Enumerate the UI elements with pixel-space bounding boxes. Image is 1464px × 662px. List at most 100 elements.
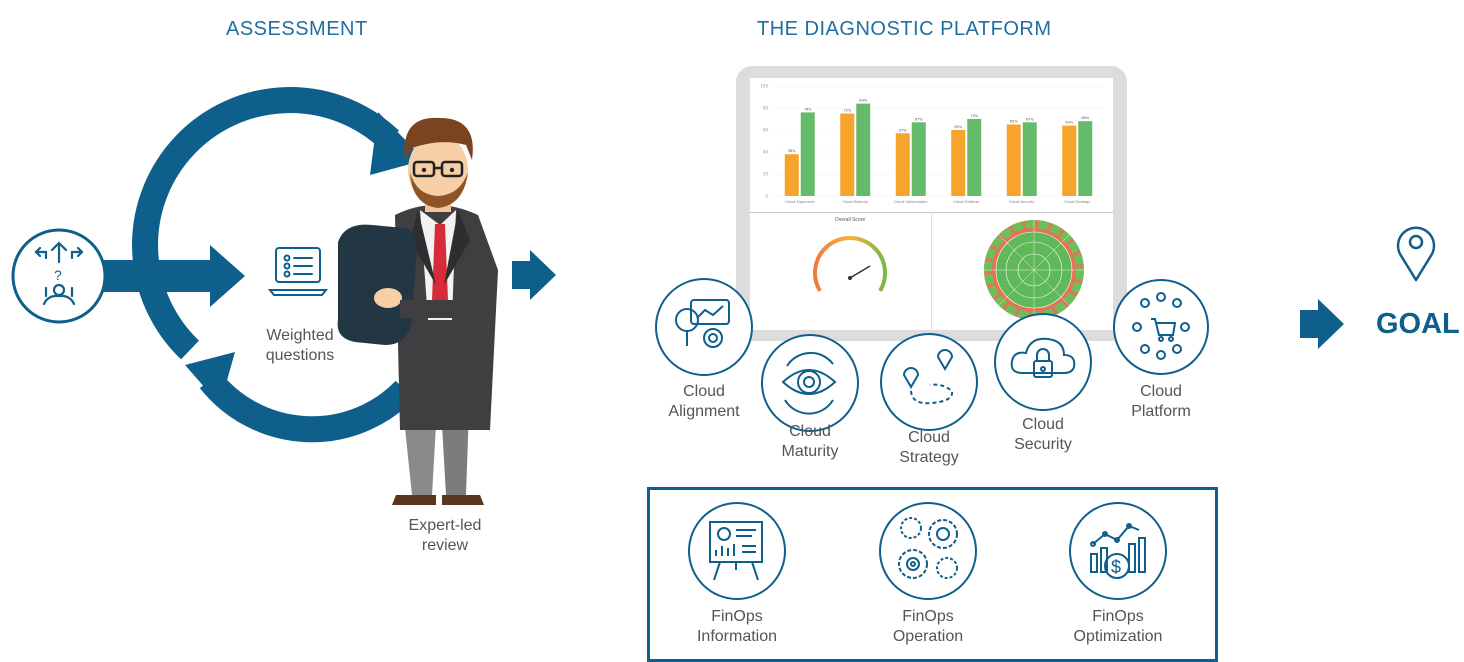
platform-title: THE DIAGNOSTIC PLATFORM	[757, 18, 1052, 40]
bar-value-label: 64%	[1065, 121, 1073, 125]
assessment-diagram: ?	[11, 87, 556, 505]
bar-series1	[951, 130, 966, 196]
goal-arrowhead	[1318, 299, 1344, 349]
expert-review-line1: Expert-led	[408, 517, 482, 534]
input-arrow-shaft	[100, 260, 215, 292]
label-finops-operation: FinOps Operation	[873, 607, 983, 647]
y-tick-label: 80	[763, 106, 769, 111]
presentation-board-icon	[709, 521, 763, 581]
analytics-gear-icon	[675, 299, 730, 348]
weighted-questions-line2: questions	[265, 347, 335, 364]
category-label: Cloud Alignment	[785, 200, 815, 204]
y-tick-label: 60	[763, 128, 769, 133]
dashboard-vdivider	[931, 212, 932, 330]
label-cloud-maturity-line1: Cloud	[789, 423, 831, 440]
module-cloud-maturity[interactable]	[761, 334, 859, 432]
y-tick-label: 0	[765, 194, 768, 199]
category-label: Cloud Maturity	[842, 200, 868, 204]
cycle-arrowhead-lower	[185, 352, 235, 405]
gauge-arc	[813, 235, 887, 293]
label-cloud-platform-line2: Platform	[1131, 403, 1191, 420]
bar-value-label: 38%	[788, 149, 796, 153]
y-tick-label: 20	[763, 172, 769, 177]
label-cloud-security-line1: Cloud	[1022, 416, 1064, 433]
module-cloud-platform[interactable]	[1113, 279, 1209, 375]
bar-series2	[911, 122, 926, 196]
cycle-arrow-upper	[132, 87, 399, 360]
module-cloud-strategy[interactable]	[880, 333, 978, 431]
label-cloud-platform: Cloud Platform	[1109, 382, 1213, 422]
label-cloud-maturity-line2: Maturity	[781, 443, 839, 460]
label-cloud-strategy: Cloud Strategy	[877, 428, 981, 468]
bar-value-label: 68%	[1081, 116, 1089, 120]
category-label: Cloud Platform	[953, 200, 979, 204]
bar-value-label: 70%	[970, 114, 978, 118]
bar-value-label: 84%	[859, 99, 867, 103]
money-chart-icon: $	[1090, 523, 1146, 579]
label-cloud-alignment-line1: Cloud	[683, 383, 725, 400]
bar-series2	[1078, 121, 1093, 196]
bar-series2	[856, 103, 871, 196]
bar-value-label: 67%	[915, 117, 923, 121]
label-finops-optimization-line2: Optimization	[1073, 628, 1163, 645]
label-finops-information-line1: FinOps	[711, 608, 763, 625]
gauge-title: Overall Score	[834, 217, 866, 223]
label-cloud-security-line2: Security	[1014, 436, 1072, 453]
weighted-questions-label: Weighted questions	[250, 326, 350, 366]
label-cloud-strategy-line2: Strategy	[899, 449, 959, 466]
location-pin-icon	[1396, 226, 1436, 282]
bar-series1	[784, 154, 799, 196]
cloud-lock-icon	[1010, 337, 1076, 378]
finops-operation-circle[interactable]	[879, 502, 977, 600]
cycle-arrow-lower	[199, 371, 415, 443]
label-finops-operation-line1: FinOps	[902, 608, 954, 625]
label-finops-information: FinOps Information	[682, 607, 792, 647]
category-label: Cloud Strategy	[1064, 200, 1090, 204]
y-tick-label: 40	[763, 150, 769, 155]
input-arrowhead	[210, 245, 245, 307]
bar-series1	[1006, 124, 1021, 196]
assessment-title: ASSESSMENT	[226, 18, 368, 40]
expert-review-label: Expert-led review	[385, 516, 505, 556]
bar-series2	[1022, 122, 1037, 196]
bar-series1	[840, 113, 855, 196]
gauge-hub	[848, 276, 852, 280]
label-cloud-security: Cloud Security	[991, 415, 1095, 455]
svg-text:$: $	[1111, 557, 1121, 577]
label-cloud-maturity: Cloud Maturity	[758, 422, 862, 462]
module-cloud-alignment[interactable]	[655, 278, 753, 376]
category-label: Cloud Optimization	[894, 200, 928, 204]
goal-arrow-shaft	[1300, 310, 1322, 338]
expert-review-line2: review	[421, 537, 469, 554]
cart-network-icon	[1132, 292, 1190, 360]
goal-label: GOAL	[1376, 308, 1460, 340]
label-finops-operation-line2: Operation	[892, 628, 964, 645]
eye-cycle-icon	[781, 351, 837, 415]
bar-value-label: 75%	[843, 109, 851, 113]
bar-series2	[800, 112, 815, 196]
bar-value-label: 65%	[1010, 120, 1018, 124]
weighted-questions-line1: Weighted	[266, 327, 334, 344]
finops-information-circle[interactable]	[688, 502, 786, 600]
bar-value-label: 60%	[954, 125, 962, 129]
category-label: Cloud Security	[1009, 200, 1034, 204]
label-finops-optimization-line1: FinOps	[1092, 608, 1144, 625]
overall-score-gauge	[813, 235, 887, 293]
decision-icon: ?	[34, 241, 84, 306]
module-cloud-security[interactable]	[994, 313, 1092, 411]
label-cloud-strategy-line1: Cloud	[908, 429, 950, 446]
svg-text:?: ?	[54, 267, 62, 283]
label-cloud-alignment-line2: Alignment	[668, 403, 740, 420]
finops-optimization-circle[interactable]: $	[1069, 502, 1167, 600]
label-cloud-platform-line1: Cloud	[1140, 383, 1182, 400]
bar-series1	[1062, 125, 1077, 196]
bar-series1	[895, 133, 910, 196]
bar-value-label: 57%	[899, 128, 907, 132]
gears-icon	[898, 517, 958, 579]
label-cloud-alignment: Cloud Alignment	[652, 382, 756, 422]
platform-arrowhead	[530, 250, 556, 300]
bar-value-label: 67%	[1026, 117, 1034, 121]
platform-arrow-shaft	[512, 261, 534, 289]
